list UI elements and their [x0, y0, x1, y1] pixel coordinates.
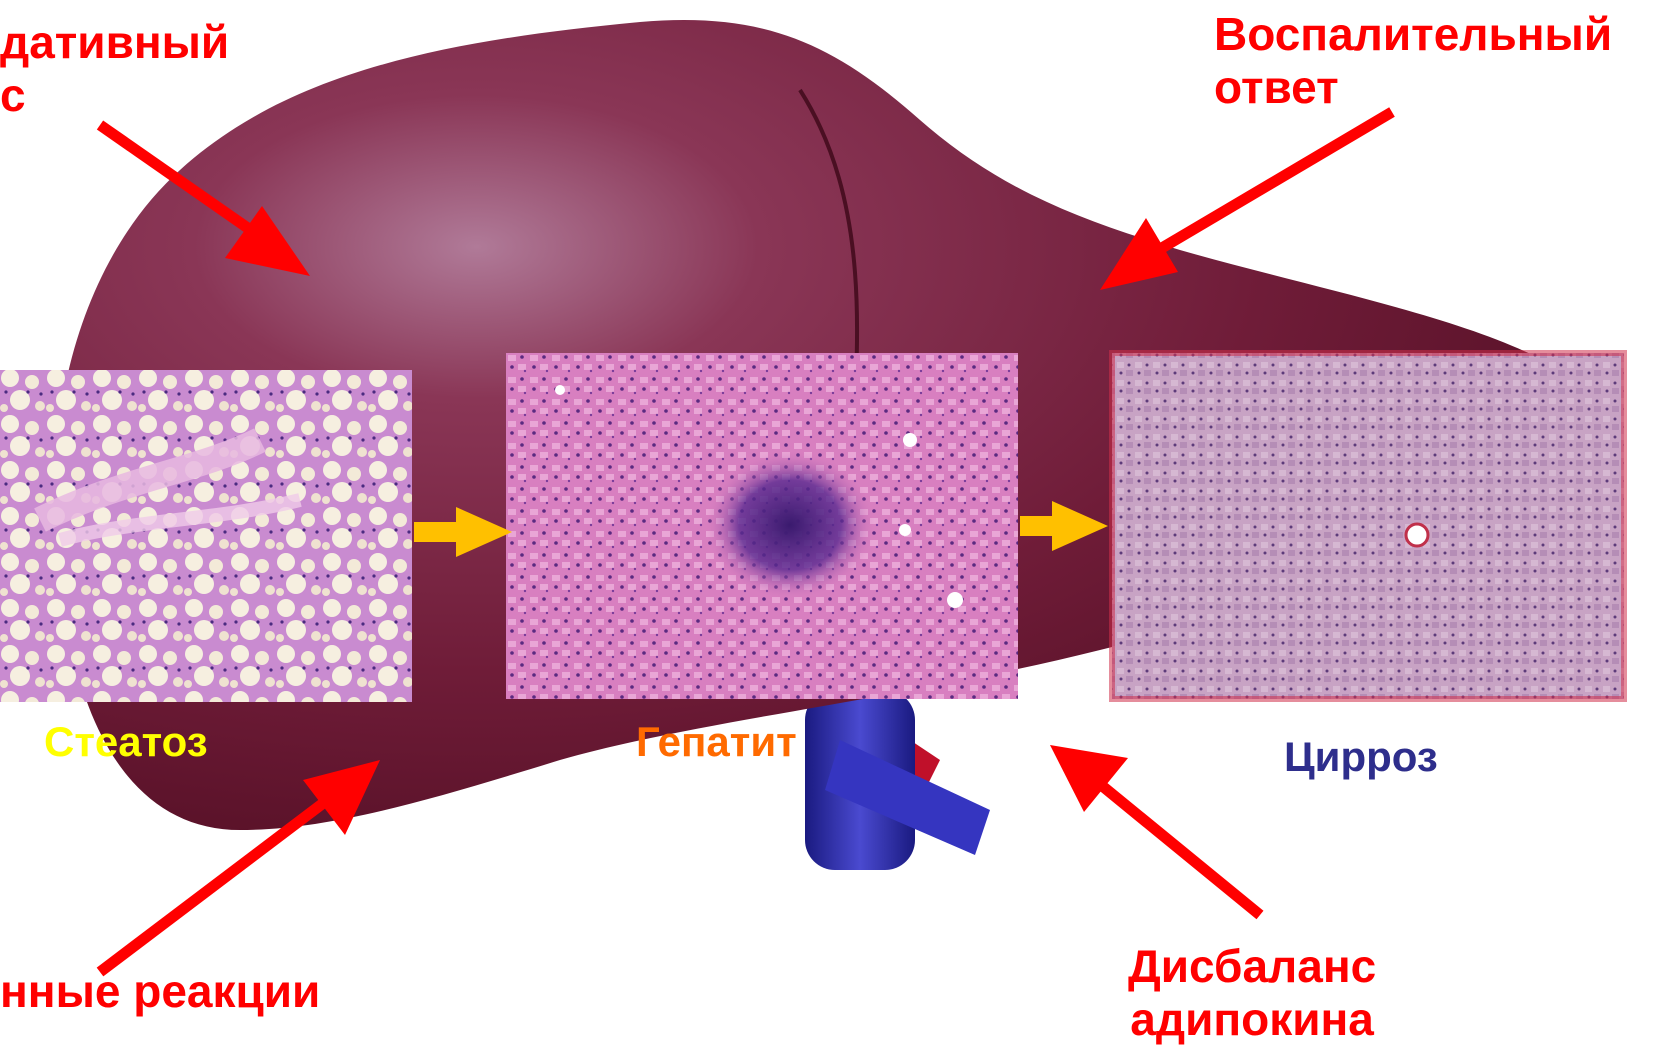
adipokine-line-1: Дисбаланс [1128, 940, 1376, 993]
steatosis-label: Стеатоз [44, 718, 208, 766]
adipokine-imbalance-label: Дисбаланс адипокина [1128, 940, 1376, 1046]
hepatitis-label: Гепатит [636, 718, 797, 766]
inflammatory-line-1: Воспалительный [1214, 8, 1612, 61]
cirrhosis-micrograph [1112, 353, 1624, 699]
adipokine-line-2: адипокина [1128, 993, 1376, 1046]
hepatitis-micrograph [506, 353, 1018, 699]
oxidative-line-1: дативный [0, 16, 229, 69]
oxidative-stress-label: дативный с [0, 16, 229, 122]
immune-reactions-label: нные реакции [0, 965, 320, 1018]
oxidative-line-2: с [0, 69, 229, 122]
cirrhosis-label: Цирроз [1284, 733, 1438, 781]
inflammatory-response-label: Воспалительный ответ [1214, 8, 1612, 114]
portal-vessels [805, 680, 990, 870]
red-arrow-icon [1100, 112, 1392, 290]
inflammatory-line-2: ответ [1214, 61, 1612, 114]
immune-reactions-text: нные реакции [0, 965, 320, 1018]
steatosis-micrograph [0, 370, 412, 702]
red-arrow-icon [1050, 745, 1260, 915]
